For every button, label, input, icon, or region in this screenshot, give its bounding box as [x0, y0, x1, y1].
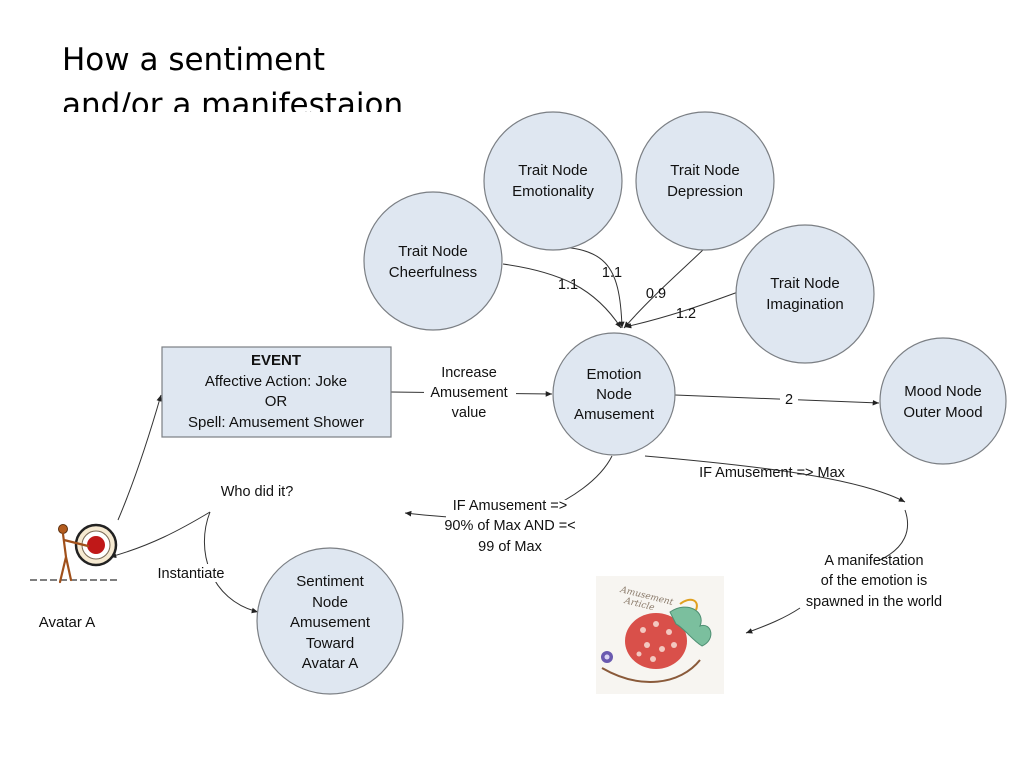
label-if-90: IF Amusement => 90% of Max AND =< 99 of …: [444, 498, 576, 556]
label-manifestation-line-3: spawned in the world: [806, 594, 942, 610]
label-if-90-line-1: IF Amusement =>: [453, 498, 567, 514]
label-emotionality-weight: 1.1: [602, 265, 622, 281]
label-imagination-weight: 1.2: [676, 306, 696, 322]
label-cheerfulness-weight: 1.1: [558, 277, 578, 293]
node-trait-depression: Trait Node Depression: [635, 111, 775, 251]
edge-max-manifestation: [879, 509, 909, 561]
edge-emotion-mood: [674, 394, 880, 406]
avatar-figure-icon: [30, 523, 118, 584]
label-increase-line-3: value: [452, 405, 487, 421]
label-mood-weight: 2: [785, 392, 793, 408]
node-label-line-2: Cheerfulness: [389, 264, 477, 281]
event-line-3: Spell: Amusement Shower: [188, 414, 364, 431]
edge-instantiate-sentiment: [203, 511, 259, 614]
node-mood: Mood Node Outer Mood: [879, 337, 1007, 465]
node-label-line-4: Toward: [306, 635, 354, 652]
label-manifestation: A manifestation of the emotion is spawne…: [806, 553, 942, 610]
node-label-line-2: Imagination: [766, 296, 844, 313]
title-line-2: and/or a manifestaion: [62, 87, 404, 112]
amusement-artifact-image: Amusement Article: [596, 576, 724, 694]
event-line-2: OR: [265, 393, 288, 410]
node-label-line-1: Emotion: [586, 366, 641, 383]
edge-labels: 1.1 1.1 0.9 1.2 Increase Amusement value…: [150, 265, 942, 610]
node-label-line-1: Trait Node: [770, 275, 839, 292]
node-trait-imagination: Trait Node Imagination: [735, 224, 875, 364]
label-increase-line-1: Increase: [441, 365, 497, 381]
slide-title: How a sentiment and/or a manifestaion: [62, 38, 482, 112]
node-label-line-1: Trait Node: [398, 243, 467, 260]
label-manifestation-line-2: of the emotion is: [821, 573, 927, 589]
avatar-label: Avatar A: [39, 614, 95, 631]
node-label-line-2: Emotionality: [512, 183, 594, 200]
label-who: Who did it?: [221, 484, 294, 500]
node-label-line-1: Trait Node: [518, 162, 587, 179]
label-if-90-line-3: 99 of Max: [478, 539, 542, 555]
node-label-line-1: Mood Node: [904, 383, 982, 400]
label-increase-line-2: Amusement: [430, 385, 507, 401]
edge-emotion-max: [644, 455, 906, 503]
edge-manifestation-artifact: [745, 607, 801, 634]
edge-depression-emotion: [623, 247, 706, 329]
edge-who-avatar: [109, 511, 211, 559]
title-line-1: How a sentiment: [62, 42, 326, 78]
label-increase: Increase Amusement value: [424, 365, 516, 421]
node-label-line-5: Avatar A: [302, 655, 358, 672]
node-emotion-amusement: Emotion Node Amusement: [552, 332, 676, 456]
node-label-line-1: Sentiment: [296, 573, 364, 590]
node-trait-cheerfulness: Trait Node Cheerfulness: [363, 191, 503, 331]
label-manifestation-line-1: A manifestation: [824, 553, 923, 569]
node-label-line-2: Depression: [667, 183, 743, 200]
label-depression-weight: 0.9: [646, 286, 666, 302]
node-label-line-2: Outer Mood: [903, 404, 982, 421]
event-heading: EVENT: [251, 352, 301, 369]
label-if-max: IF Amusement => Max: [699, 465, 846, 481]
node-label-line-2: Node: [312, 594, 348, 611]
edge-avatar-event: [117, 394, 162, 521]
node-trait-emotionality: Trait Node Emotionality: [483, 111, 623, 251]
node-label-line-3: Amusement: [574, 406, 655, 423]
node-sentiment: Sentiment Node Amusement Toward Avatar A: [256, 547, 404, 695]
node-label-line-3: Amusement: [290, 614, 371, 631]
label-if-90-line-2: 90% of Max AND =<: [444, 518, 575, 534]
label-instantiate: Instantiate: [158, 566, 225, 582]
event-line-1: Affective Action: Joke: [205, 373, 347, 390]
node-label-line-1: Trait Node: [670, 162, 739, 179]
edge-cheerfulness-emotion: [502, 263, 622, 329]
event-box: EVENT Affective Action: Joke OR Spell: A…: [161, 346, 392, 438]
node-label-line-2: Node: [596, 386, 632, 403]
edge-imagination-emotion: [624, 291, 739, 329]
